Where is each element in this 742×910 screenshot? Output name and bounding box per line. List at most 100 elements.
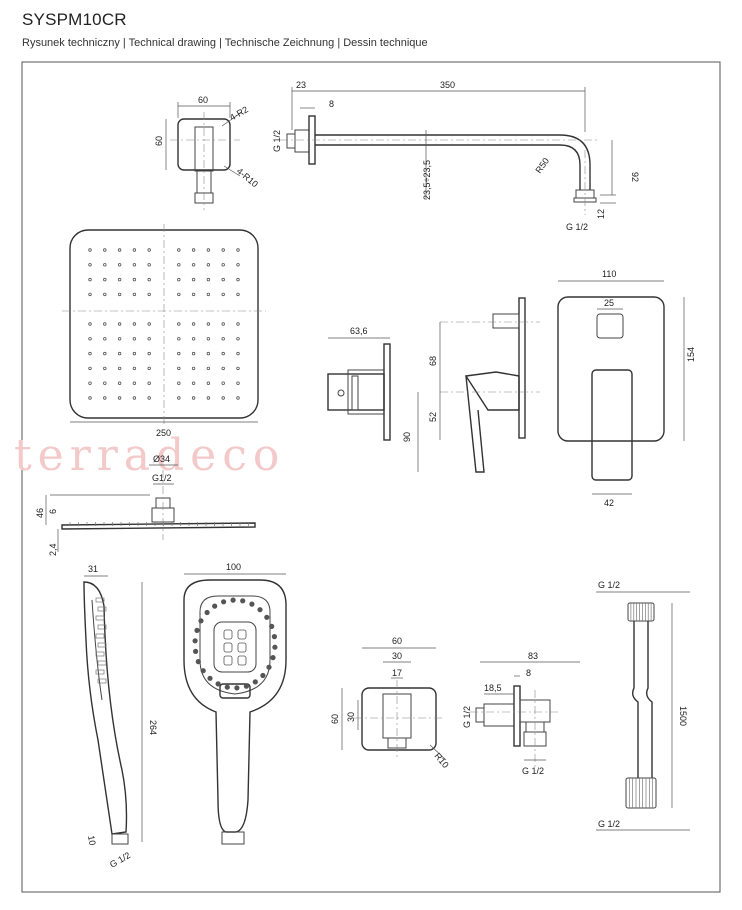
dim-mixer-width: 110 xyxy=(602,269,616,279)
nozzle-hole xyxy=(264,614,270,620)
nozzle-hole xyxy=(206,277,211,282)
nozzle-hole xyxy=(243,683,249,689)
nozzle-hole xyxy=(147,277,151,282)
nozzle-hole xyxy=(240,598,246,604)
nozzle-hole xyxy=(103,277,107,282)
dim-mixer-height: 154 xyxy=(686,347,696,362)
nozzle-hole xyxy=(236,263,240,267)
dim-outlet-thread-out: G 1/2 xyxy=(522,766,544,776)
nozzle-hole xyxy=(195,659,201,665)
dim-rain-head-width: 250 xyxy=(156,428,171,438)
dim-outlet-offset: 18,5 xyxy=(484,683,502,693)
nozzle-hole xyxy=(236,337,240,341)
nozzle-hole xyxy=(191,322,196,326)
nozzle-hole xyxy=(266,664,272,670)
nozzle-hole xyxy=(177,322,181,326)
dim-hose-length: 1500 xyxy=(678,706,688,726)
nozzle-hole xyxy=(236,248,240,252)
nozzle-mark xyxy=(97,642,107,648)
nozzle-hole xyxy=(191,351,196,356)
nozzle-mark xyxy=(97,660,107,666)
dim-arm-drop: 92 xyxy=(630,172,640,182)
dim-outlet-length: 83 xyxy=(528,651,538,661)
nozzle-hole xyxy=(132,351,137,356)
dim-rain-neck: 6 xyxy=(48,509,58,514)
dim-hand-width: 100 xyxy=(226,562,241,572)
nozzle-hole xyxy=(193,648,199,655)
nozzle-mark xyxy=(97,678,107,684)
nozzle-mark xyxy=(97,624,107,630)
nozzle-mark xyxy=(95,615,105,621)
hose-view: G 1/2 1500 G 1/2 xyxy=(596,580,690,831)
nozzle-hole xyxy=(103,263,107,267)
nozzle-hole xyxy=(252,679,258,685)
nozzle-hole xyxy=(272,644,278,650)
dim-rain-thread: G1/2 xyxy=(152,473,172,483)
dim-hand-thread: G 1/2 xyxy=(108,850,132,870)
nozzle-mark xyxy=(95,597,105,603)
nozzle-cluster xyxy=(237,629,247,640)
nozzle-hole xyxy=(212,603,218,609)
nozzle-hole xyxy=(221,277,225,282)
page-subtitle: Rysunek techniczny | Technical drawing |… xyxy=(22,37,428,49)
nozzle-hole xyxy=(88,337,92,341)
nozzle-hole xyxy=(147,337,151,341)
nozzle-hole xyxy=(206,381,211,385)
nozzle-hole xyxy=(103,381,107,385)
dim-outlet-radius: R10 xyxy=(432,751,450,770)
nozzle-hole xyxy=(221,263,225,267)
mixer-lever-view: 68 52 90 xyxy=(402,297,540,473)
nozzle-hole xyxy=(147,351,151,356)
dim-bracket-radius-a: 4-R2 xyxy=(228,104,250,122)
nozzle-hole xyxy=(103,396,107,400)
dim-outlet-flange: 8 xyxy=(526,668,531,678)
dim-arm-bend-radius: R50 xyxy=(533,156,551,175)
dim-mixer-handle: 42 xyxy=(604,498,614,508)
nozzle-hole xyxy=(191,248,196,252)
nozzle-hole xyxy=(132,322,137,326)
dim-hand-length: 264 xyxy=(148,720,158,735)
nozzle-hole xyxy=(224,684,230,690)
nozzle-hole xyxy=(132,366,137,371)
nozzle-hole xyxy=(191,277,196,282)
nozzle-cluster xyxy=(223,642,233,653)
nozzle-hole xyxy=(206,366,211,371)
hand-shower-side-view: 31 264 10 G 1/2 xyxy=(83,564,158,870)
nozzle-cluster xyxy=(237,655,247,666)
nozzle-hole xyxy=(103,248,107,252)
nozzle-hole xyxy=(177,396,181,400)
nozzle-hole xyxy=(191,396,196,400)
nozzle-hole xyxy=(132,263,137,267)
nozzle-hole xyxy=(191,263,196,267)
nozzle-hole xyxy=(103,292,107,297)
nozzle-hole xyxy=(206,248,211,252)
nozzle-hole xyxy=(215,681,221,687)
nozzle-hole xyxy=(177,263,181,267)
nozzle-hole xyxy=(194,627,200,634)
dim-outlet-thread-in: G 1/2 xyxy=(462,706,472,728)
nozzle-hole xyxy=(103,366,107,371)
nozzle-hole xyxy=(206,322,211,326)
dim-bracket-height: 60 xyxy=(154,136,164,146)
nozzle-hole xyxy=(117,322,122,326)
dim-outlet-pipe: 17 xyxy=(392,668,402,678)
nozzle-hole xyxy=(236,351,240,356)
drawing-frame xyxy=(21,61,721,893)
nozzle-hole xyxy=(257,607,263,613)
nozzle-hole xyxy=(132,381,137,385)
nozzle-hole xyxy=(117,277,122,282)
nozzle-hole xyxy=(132,396,137,400)
nozzle-hole xyxy=(236,292,240,297)
nozzle-hole xyxy=(117,381,122,385)
nozzle-hole xyxy=(221,248,225,252)
wall-bracket-top-view: 60 60 4-R2 4-R10 xyxy=(154,95,260,210)
nozzle-hole xyxy=(207,675,213,681)
dim-bracket-radius-b: 4-R10 xyxy=(235,166,260,189)
nozzle-hole xyxy=(117,337,122,341)
dim-outlet-inner: 30 xyxy=(392,651,402,661)
nozzle-hole xyxy=(177,277,181,282)
dim-rain-neck-diameter: Ø34 xyxy=(153,454,170,464)
dim-arm-wall-offset: 23 xyxy=(296,80,306,90)
dim-hand-neck: 10 xyxy=(86,835,98,847)
watermark: terradeco xyxy=(14,430,285,481)
